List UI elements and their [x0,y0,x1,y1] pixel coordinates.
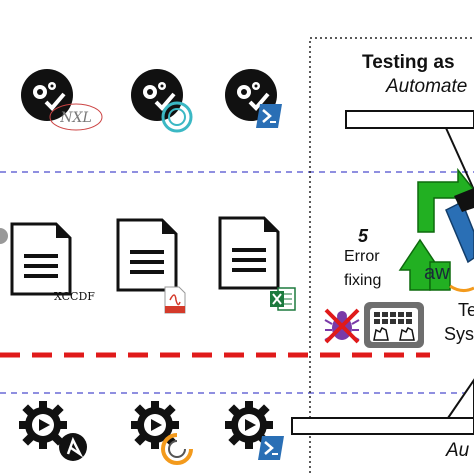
panel-subtitle-bottom: Au [446,440,470,461]
diagonal-connector [445,127,474,191]
powershell-icon [256,104,282,128]
document-caption: XCCDF [54,290,95,303]
pdf-file-icon [164,286,186,314]
keyboard-hands-icon [364,302,424,348]
bug-icon [324,308,360,344]
powershell-icon [258,436,284,460]
lower-pipe-arrow [291,417,474,435]
document-icon [10,222,72,296]
step-label-line2: fixing [344,272,382,289]
excel-icon [270,287,296,311]
ansible-icon [59,433,87,461]
gear-check-icon [21,69,73,121]
black-slanted-bar [454,188,474,212]
aws-smile-icon [449,284,474,293]
nxl-logo: NXL [46,100,106,134]
panel-subtitle: Automate [386,76,468,97]
document-icon [116,218,178,292]
panel-title: Testing as [362,52,455,73]
testing-panel-border [309,37,474,474]
partial-label-te: Te [458,300,474,320]
svg-text:NXL: NXL [59,110,92,126]
gear-play-icon [19,401,67,449]
gear-partial-icon [0,228,8,244]
gear-play-icon [225,401,273,449]
teal-spiral-logo [161,101,193,133]
upper-pipe-arrow [345,110,474,129]
document-icon [218,216,280,290]
step-number: 5 [358,226,369,246]
aws-logo-text: aw [424,262,450,284]
gear-check-icon [131,69,183,121]
lower-pipe-arrow-head [446,378,474,419]
blue-slanted-bar [445,200,474,264]
partial-label-sys: Sys [444,324,474,344]
chef-orange-icon [161,433,193,465]
step-label-line1: Error [344,248,380,265]
